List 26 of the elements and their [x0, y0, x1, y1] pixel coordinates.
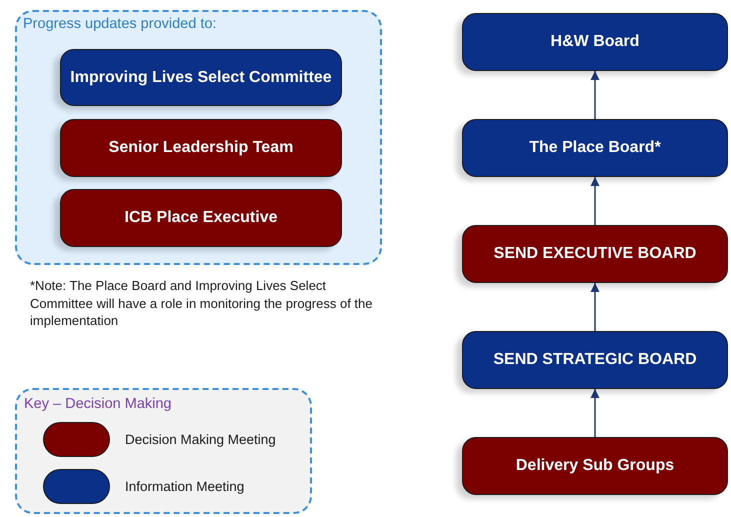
arrow	[590, 389, 600, 437]
group-panel	[15, 10, 382, 265]
arrow	[590, 71, 600, 119]
legend-label: Decision Making Meeting	[125, 432, 276, 447]
meeting-box	[60, 49, 342, 106]
key-heading: Key – Decision Making	[24, 396, 172, 412]
box-label: ICB Place Executive	[124, 209, 278, 227]
box-label: The Place Board*	[529, 139, 661, 157]
arrow	[590, 177, 600, 225]
arrow	[590, 283, 600, 331]
meeting-box	[60, 189, 342, 247]
meeting-box	[462, 119, 728, 177]
box-label: SEND STRATEGIC BOARD	[493, 351, 697, 369]
meeting-box	[462, 225, 728, 283]
meeting-box	[462, 13, 728, 71]
meeting-box	[60, 119, 342, 177]
box-label: H&W Board	[550, 33, 640, 51]
meeting-box	[462, 437, 728, 495]
note-text: *Note: The Place Board and Improving Lives Select Committee will have a role in monitoring the progress of the implementation	[30, 277, 374, 330]
box-label: Improving Lives Select Committee	[70, 68, 332, 86]
box-label: Delivery Sub Groups	[516, 457, 674, 475]
box-label: Senior Leadership Team	[108, 139, 294, 157]
box-label: SEND EXECUTIVE BOARD	[494, 245, 696, 263]
meeting-box	[462, 331, 728, 389]
legend-label: Information Meeting	[125, 479, 244, 494]
panel-heading: Progress updates provided to:	[23, 16, 216, 32]
